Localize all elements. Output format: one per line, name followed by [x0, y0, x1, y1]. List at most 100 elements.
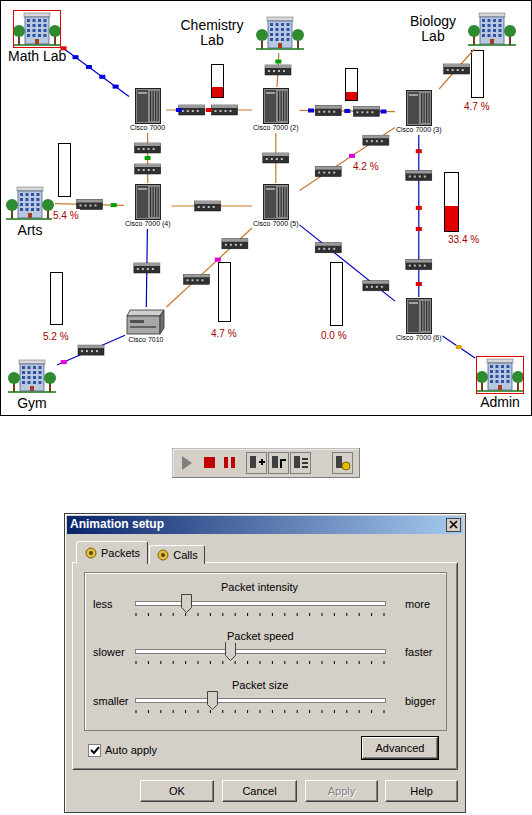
- tab-icon-part: [156, 549, 170, 561]
- switch-port: [215, 110, 217, 112]
- tab-icon-part-part: [158, 550, 168, 560]
- switch-icon: [195, 201, 221, 211]
- building-icon-part-part: [507, 380, 510, 383]
- dialog-label: Auto apply: [104, 744, 158, 757]
- link-line: [167, 228, 253, 307]
- switch-top: [363, 281, 389, 284]
- building-icon: [8, 357, 56, 395]
- switch-icon: [135, 143, 161, 153]
- building-icon-part-part: [488, 34, 491, 37]
- router-icon-part-part: [408, 92, 419, 124]
- packet: [416, 149, 422, 153]
- building-icon: [6, 184, 54, 222]
- building-icon-part-part: [287, 33, 290, 36]
- router-icon-part-part: [266, 92, 275, 94]
- switch-top: [77, 200, 103, 203]
- switch-icon: [184, 274, 210, 284]
- slider-tick: [173, 710, 174, 713]
- building-icon-part-part: [493, 19, 496, 22]
- tool-glyph: [259, 459, 265, 465]
- tool-button: [291, 453, 311, 474]
- slider-tick: [222, 661, 223, 664]
- slider-tick: [247, 661, 248, 664]
- building-icon: [476, 356, 524, 394]
- switch-icon: [134, 263, 160, 273]
- slider-tick: [346, 710, 347, 713]
- building-icon-part-part: [33, 19, 36, 22]
- building-icon-part-part: [28, 381, 31, 384]
- router-icon-part-part: [127, 310, 164, 316]
- slider-tick: [359, 710, 360, 713]
- router-label: Cisco 7000 (5): [253, 220, 299, 228]
- router-icon-part-part: [285, 187, 286, 217]
- building-node: Biology Lab: [402, 10, 516, 48]
- switch-body: [315, 106, 341, 116]
- dialog-label: less: [92, 598, 114, 611]
- router-icon-part-part: [266, 188, 275, 190]
- switch-body: [212, 105, 238, 115]
- building-icon-part-part: [501, 370, 504, 373]
- building-icon-part: [13, 10, 61, 48]
- building-icon-part-part: [496, 365, 499, 368]
- switch-port: [283, 70, 285, 72]
- building-icon-part-part: [26, 203, 29, 206]
- pause-icon: [224, 457, 228, 468]
- switch-port: [137, 268, 139, 270]
- building-icon-part-part: [287, 38, 290, 41]
- router-icon-part-part: [423, 301, 424, 331]
- switch-icon: [315, 106, 341, 116]
- building-icon-part-part: [476, 371, 488, 383]
- switch-icon: [363, 135, 389, 145]
- switch-top: [265, 65, 291, 68]
- link-line: [443, 336, 476, 358]
- building-label: Gym: [17, 396, 47, 411]
- building-icon-part-part: [507, 365, 510, 368]
- router-icon-part-part: [265, 90, 276, 122]
- switch-top: [222, 239, 248, 242]
- switch-port: [419, 265, 421, 267]
- slider-tick: [334, 710, 335, 713]
- switch-port: [414, 176, 416, 178]
- building-icon-part-part: [33, 366, 36, 369]
- building-icon-part-part: [281, 28, 284, 31]
- router-icon-part: [126, 308, 166, 336]
- router-icon-part-part: [130, 320, 144, 323]
- switch-port: [225, 110, 227, 112]
- building-icon-part-part: [33, 376, 36, 379]
- switch-port: [457, 69, 459, 71]
- building-icon-part-part: [20, 208, 23, 211]
- switch-port: [318, 111, 320, 113]
- slider-tick: [297, 613, 298, 616]
- slider-tick: [309, 710, 310, 713]
- switch-body: [134, 263, 160, 273]
- building-icon-part-part: [33, 371, 36, 374]
- switch-top: [134, 263, 160, 266]
- building-icon-part-part: [18, 191, 42, 218]
- switch-port: [81, 350, 83, 352]
- building-icon-part-part: [490, 380, 493, 383]
- switch-port: [409, 176, 411, 178]
- switch-body: [77, 200, 103, 210]
- router-node: Cisco 7000 (4): [125, 184, 171, 228]
- building-icon-part-part: [490, 39, 494, 44]
- switch-port: [153, 169, 155, 171]
- building-icon-part-part: [27, 34, 30, 37]
- switch-icon: [406, 171, 432, 181]
- dialog-window: Animation setupPacketsCallsAdvancedOKCan…: [64, 513, 466, 813]
- router-icon-part-part: [423, 93, 424, 123]
- utilization-percent: 0.0 %: [320, 329, 348, 342]
- slider-tick: [334, 613, 335, 616]
- building-icon-part-part: [292, 29, 304, 41]
- router-icon-part-part: [285, 91, 286, 121]
- dialog-label: faster: [404, 646, 434, 659]
- switch-port: [318, 172, 320, 174]
- packet: [308, 109, 314, 113]
- slider-tick: [384, 661, 385, 664]
- bar-fill: [445, 206, 458, 231]
- building-icon-part-part: [24, 13, 50, 17]
- slider-track: [136, 699, 386, 703]
- dialog-label: smaller: [92, 695, 129, 708]
- switch-port: [187, 279, 189, 281]
- push-button: Cancel: [222, 780, 297, 802]
